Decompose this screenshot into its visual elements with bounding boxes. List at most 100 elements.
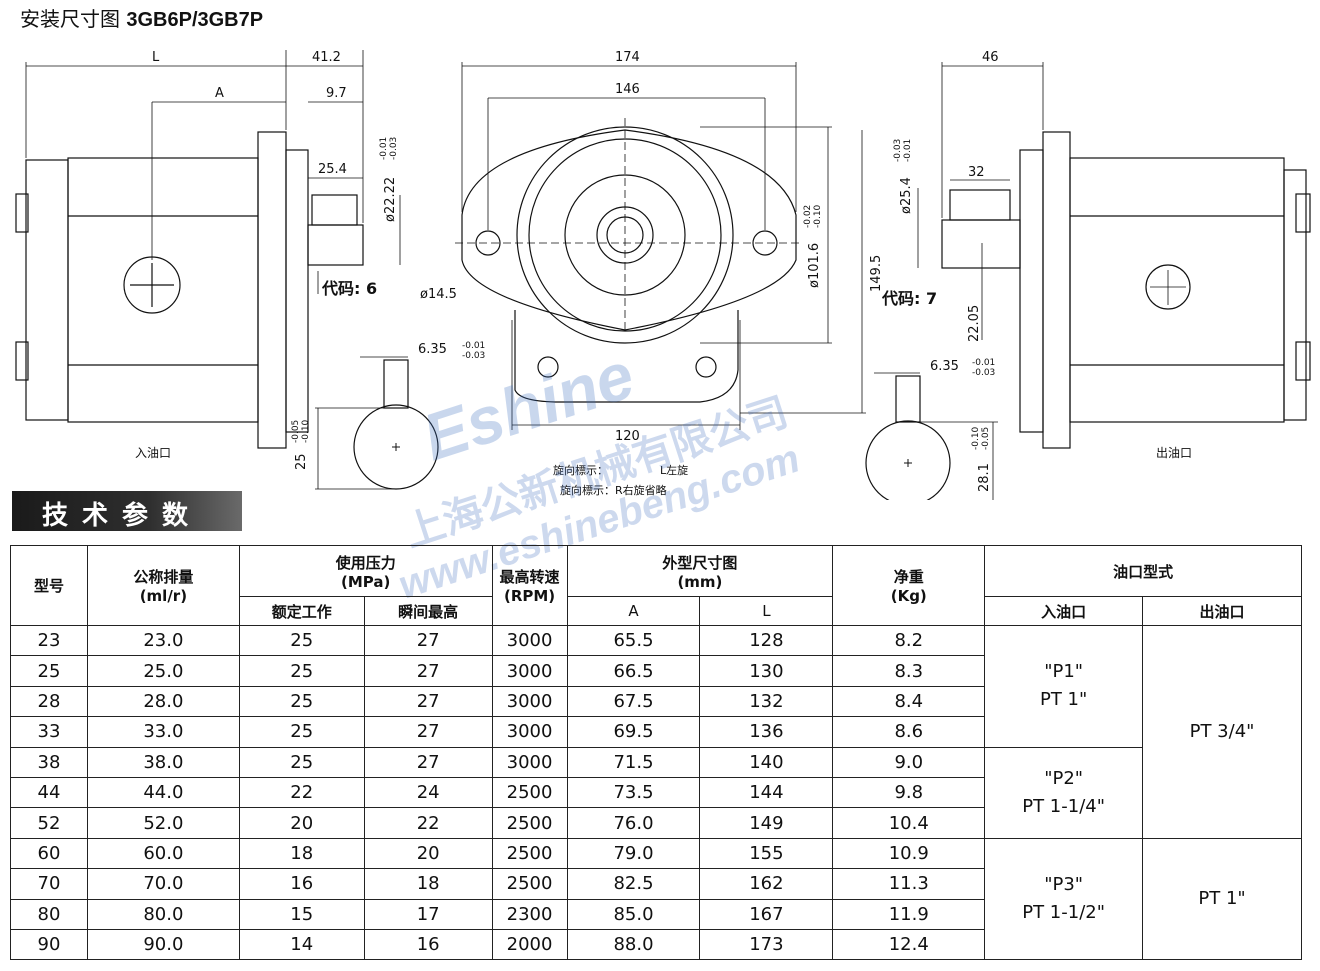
table-cell: 20 xyxy=(363,837,493,870)
dim-41-2: 41.2 xyxy=(312,50,341,65)
table-cell: 33 xyxy=(10,716,88,748)
table-cell: 3000 xyxy=(491,624,568,657)
key-width-right: 6.35 xyxy=(930,359,959,374)
table-cell: 52 xyxy=(10,807,88,839)
inlet-group-p2: "P2"PT 1-1/4" xyxy=(984,746,1144,839)
table-cell: 3000 xyxy=(491,746,568,778)
header-inlet: 入油口 xyxy=(984,596,1144,626)
table-cell: 38 xyxy=(10,746,88,778)
dim-9-7: 9.7 xyxy=(326,86,347,101)
key-depth-left-tol-bot: -0.10 xyxy=(301,419,311,443)
table-cell: 76.0 xyxy=(566,807,701,839)
table-cell: 2500 xyxy=(491,837,568,870)
table-cell: 132 xyxy=(699,685,834,718)
table-cell: 136 xyxy=(699,716,834,748)
tol-shaft-25-top: -0.03 xyxy=(893,139,903,162)
table-cell: 18 xyxy=(238,837,365,870)
table-cell: 2500 xyxy=(491,807,568,839)
page-title: 安装尺寸图 3GB6P/3GB7P xyxy=(20,6,263,33)
outlet-group-1: PT 1" xyxy=(1142,837,1302,961)
table-cell: 90 xyxy=(10,928,88,961)
key-tol-right-bot: -0.03 xyxy=(972,368,995,378)
table-cell: 44 xyxy=(10,776,88,809)
header-peak: 瞬间最高 xyxy=(363,596,493,626)
table-cell: 25.0 xyxy=(86,655,240,687)
header-dims: 外型尺寸图(mm) xyxy=(566,545,834,597)
table-cell: 9.8 xyxy=(832,776,986,809)
table-cell: 167 xyxy=(699,898,834,930)
left-side-view xyxy=(15,50,439,490)
table-cell: 16 xyxy=(363,928,493,961)
dim-174: 174 xyxy=(615,50,640,65)
table-cell: 25 xyxy=(238,746,365,778)
table-cell: 10.4 xyxy=(832,807,986,839)
table-cell: 22 xyxy=(238,776,365,809)
header-dim-a: A xyxy=(566,596,701,626)
dim-shaft-22: ø22.22 xyxy=(383,177,398,222)
table-cell: 10.9 xyxy=(832,837,986,870)
dim-bolt-hole: ø14.5 xyxy=(420,287,457,302)
header-weight: 净重(Kg) xyxy=(832,545,986,626)
table-cell: 27 xyxy=(363,624,493,657)
section-title: 技术参数 xyxy=(42,501,203,531)
table-cell: 65.5 xyxy=(566,624,701,657)
table-cell: 3000 xyxy=(491,685,568,718)
dim-25-4: 25.4 xyxy=(318,162,347,177)
table-cell: 90.0 xyxy=(86,928,240,961)
table-cell: 82.5 xyxy=(566,868,701,900)
table-cell: 69.5 xyxy=(566,716,701,748)
dim-46: 46 xyxy=(982,50,999,65)
section-header-bar: 技术参数 xyxy=(12,491,242,531)
inlet-group-p3: "P3"PT 1-1/2" xyxy=(984,837,1144,961)
tol-shaft-22-top: -0.01 xyxy=(379,137,389,160)
table-cell: 44.0 xyxy=(86,776,240,809)
code-6-label: 代码: 6 xyxy=(321,279,377,298)
table-cell: 60 xyxy=(10,837,88,870)
header-speed: 最高转速(RPM) xyxy=(491,545,568,626)
dim-22-05: 22.05 xyxy=(967,305,982,342)
table-cell: 3000 xyxy=(491,716,568,748)
table-cell: 2500 xyxy=(491,868,568,900)
table-cell: 18 xyxy=(363,868,493,900)
table-cell: 144 xyxy=(699,776,834,809)
key-depth-right: 28.1 xyxy=(977,463,992,492)
dim-shaft-25-4: ø25.4 xyxy=(899,177,914,214)
front-view xyxy=(455,62,866,430)
table-cell: 16 xyxy=(238,868,365,900)
table-cell: 33.0 xyxy=(86,716,240,748)
table-cell: 15 xyxy=(238,898,365,930)
dim-146: 146 xyxy=(615,82,640,97)
outlet-group-3-4: PT 3/4" xyxy=(1142,625,1302,839)
table-cell: 128 xyxy=(699,624,834,657)
table-cell: 23 xyxy=(10,624,88,657)
table-cell: 60.0 xyxy=(86,837,240,870)
table-cell: 28.0 xyxy=(86,685,240,718)
rotation-note-1: 旋向標示： xyxy=(553,463,608,477)
table-cell: 2300 xyxy=(491,898,568,930)
dim-pilot: ø101.6 xyxy=(807,243,822,288)
dim-32: 32 xyxy=(968,165,985,180)
table-cell: 162 xyxy=(699,868,834,900)
table-cell: 70.0 xyxy=(86,868,240,900)
key-depth-right-tol-bot: -0.05 xyxy=(981,427,991,450)
key-width-left: 6.35 xyxy=(418,342,447,357)
table-cell: 70 xyxy=(10,868,88,900)
pilot-tol-bot: -0.10 xyxy=(813,204,823,228)
dim-l-label: L xyxy=(152,50,160,65)
table-cell: 8.2 xyxy=(832,624,986,657)
dim-a-label: A xyxy=(215,86,224,101)
table-cell: 173 xyxy=(699,928,834,961)
table-cell: 23.0 xyxy=(86,624,240,657)
table-cell: 80 xyxy=(10,898,88,930)
table-cell: 25 xyxy=(10,655,88,687)
header-model: 型号 xyxy=(10,545,88,626)
header-rated: 额定工作 xyxy=(238,596,365,626)
table-cell: 8.4 xyxy=(832,685,986,718)
table-cell: 28 xyxy=(10,685,88,718)
